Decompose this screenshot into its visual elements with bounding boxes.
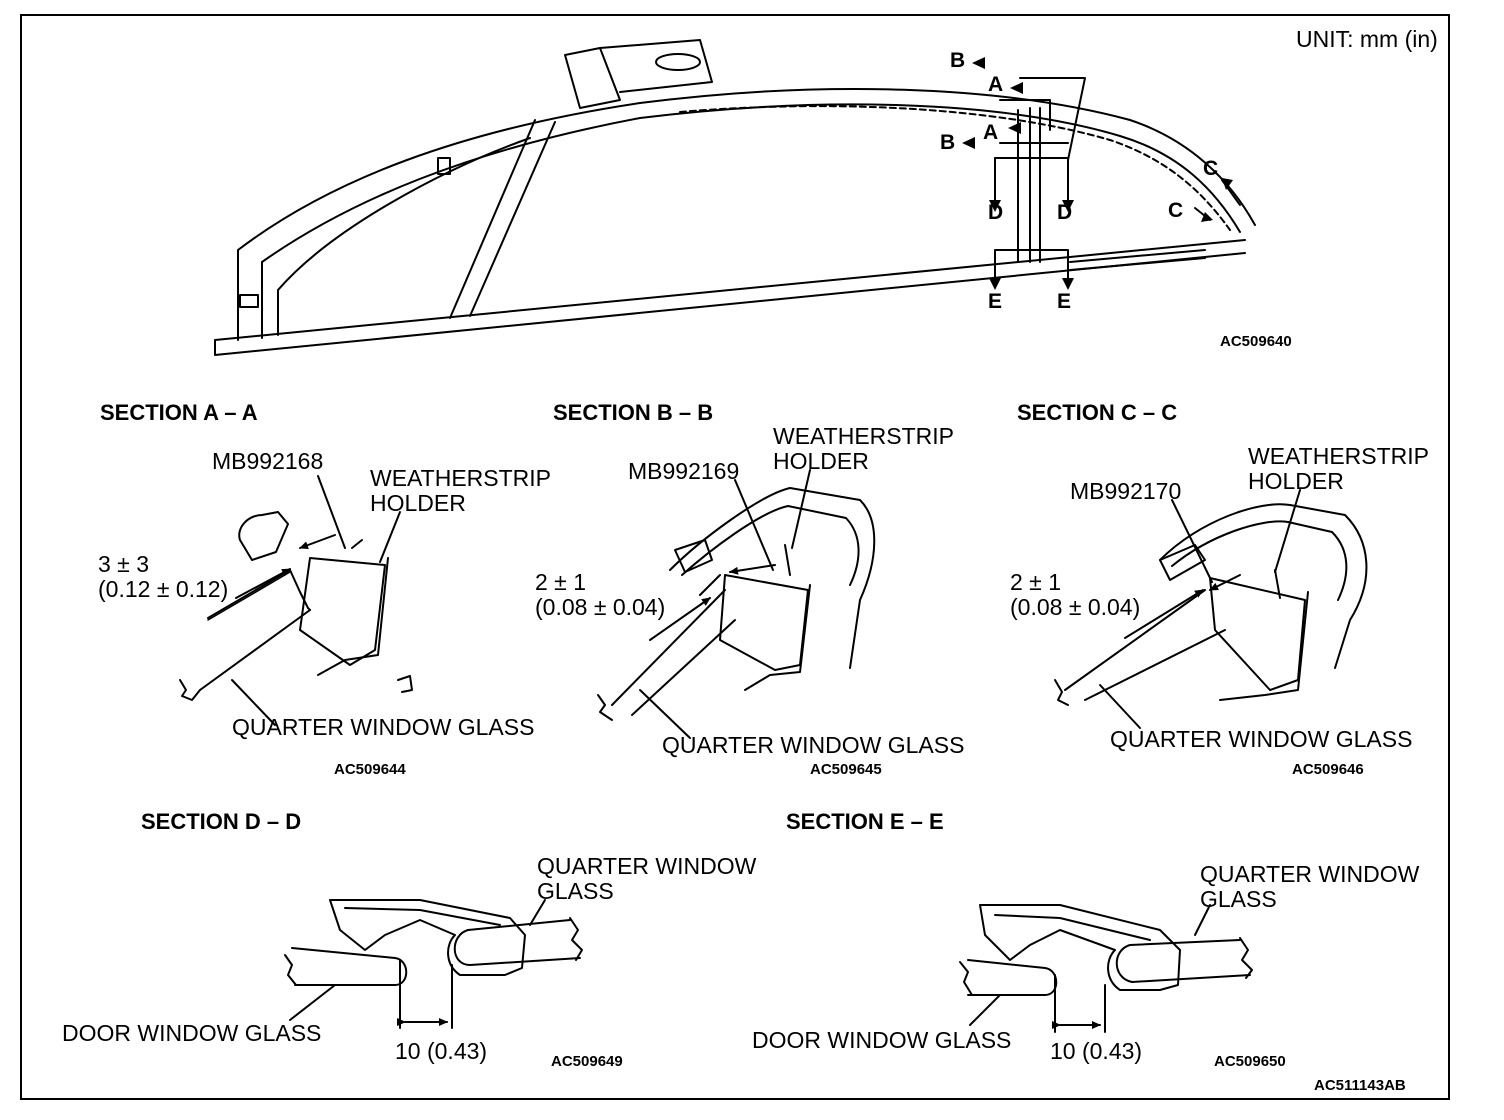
section-b-holder: WEATHERSTRIP HOLDER [773, 423, 955, 474]
section-b-tool: MB992169 [628, 458, 740, 484]
section-b-title: SECTION B – B [553, 400, 714, 425]
overview-marker-b-top: B [950, 49, 966, 72]
overview-arrows [962, 57, 1233, 290]
section-d-title: SECTION D – D [141, 809, 302, 834]
section-e-dimension: 10 (0.43) [1050, 1038, 1143, 1064]
unit-label: UNIT: mm (in) [1296, 26, 1438, 52]
section-a-code: AC509644 [334, 761, 406, 778]
overview-marker-c-top: C [1203, 157, 1219, 180]
section-c-holder: WEATHERSTRIP HOLDER [1248, 443, 1430, 494]
section-e-title: SECTION E – E [786, 809, 944, 834]
section-a-dimension: 3 ± 3 (0.12 ± 0.12) [98, 551, 229, 602]
section-b-code: AC509645 [810, 761, 882, 778]
overview-marker-a-bottom: A [983, 121, 999, 144]
section-d-quarter-glass: QUARTER WINDOW GLASS [537, 853, 757, 904]
section-e-quarter-glass: QUARTER WINDOW GLASS [1200, 861, 1420, 912]
section-e-drawing [959, 904, 1253, 1033]
overview-marker-c-bottom: C [1168, 199, 1184, 222]
section-b-dimension: 2 ± 1 (0.08 ± 0.04) [535, 569, 666, 620]
section-c-title: SECTION C – C [1017, 400, 1178, 425]
overview-marker-e-left: E [988, 290, 1003, 313]
section-a-drawing [179, 475, 413, 726]
overview-marker-b-bottom: B [940, 131, 956, 154]
section-a-holder: WEATHERSTRIP HOLDER [370, 465, 552, 516]
section-c-code: AC509646 [1292, 761, 1364, 778]
section-a-glass: QUARTER WINDOW GLASS [232, 714, 535, 740]
section-b-glass: QUARTER WINDOW GLASS [662, 732, 965, 758]
section-d-drawing [284, 899, 583, 1029]
overview-marker-a-top: A [988, 73, 1004, 96]
overview-marker-d-right: D [1057, 201, 1073, 224]
section-c-drawing [1054, 489, 1368, 729]
section-d-door-glass: DOOR WINDOW GLASS [62, 1020, 322, 1046]
figure-code: AC511143AB [1314, 1077, 1406, 1094]
overview-marker-d-left: D [988, 201, 1004, 224]
overview-code: AC509640 [1220, 333, 1292, 350]
section-a-title: SECTION A – A [100, 400, 258, 425]
section-c-dimension: 2 ± 1 (0.08 ± 0.04) [1010, 569, 1141, 620]
section-d-dimension: 10 (0.43) [395, 1038, 488, 1064]
overview-marker-e-right: E [1057, 290, 1072, 313]
section-d-code: AC509649 [551, 1053, 623, 1070]
section-b-drawing [597, 469, 876, 739]
section-c-tool: MB992170 [1070, 478, 1182, 504]
section-c-glass: QUARTER WINDOW GLASS [1110, 726, 1413, 752]
overview-door-frame [214, 39, 1256, 356]
section-e-code: AC509650 [1214, 1053, 1286, 1070]
section-a-tool: MB992168 [212, 448, 324, 474]
section-e-door-glass: DOOR WINDOW GLASS [752, 1027, 1012, 1053]
